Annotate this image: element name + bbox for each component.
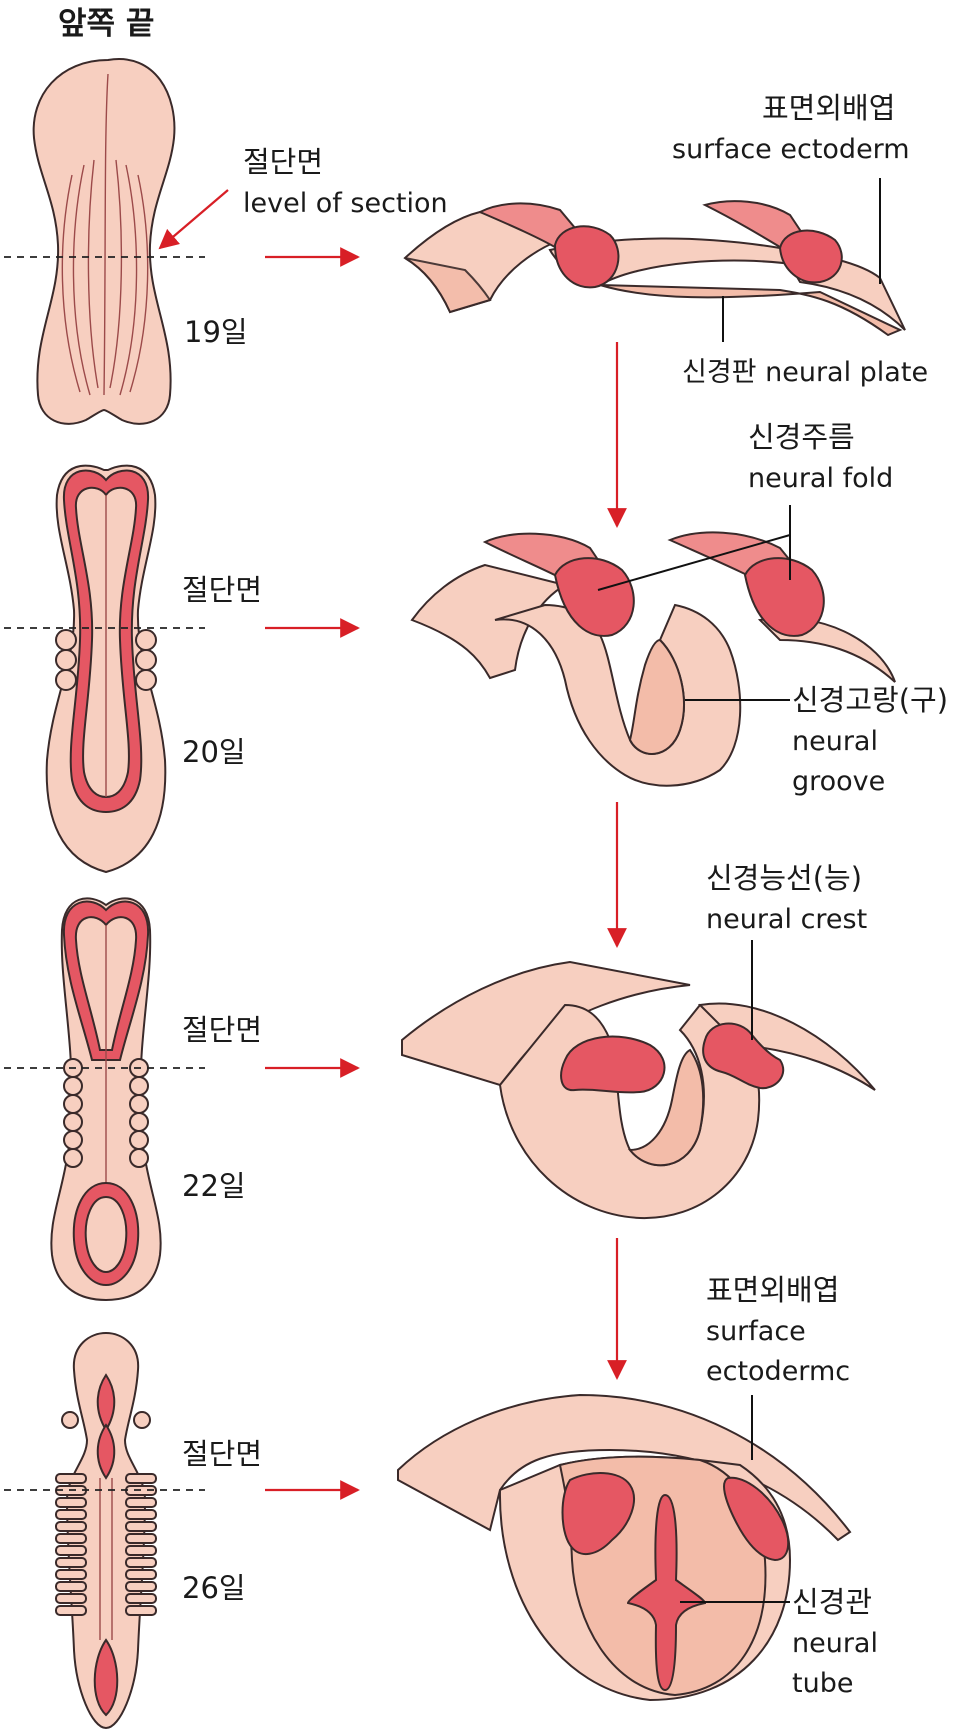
embryo-day26 xyxy=(55,1331,157,1730)
label-surface-ectoderm-2-en1: surface xyxy=(706,1316,806,1347)
day-label-22: 22일 xyxy=(182,1169,246,1203)
section-label-day19-en: level of section xyxy=(243,188,448,219)
label-surface-ectoderm-2-en2: ectodermc xyxy=(706,1356,850,1387)
cross-section-neural-tube xyxy=(397,1393,852,1702)
somites-day26 xyxy=(55,1473,157,1616)
day-label-19: 19일 xyxy=(184,315,248,349)
label-neural-tube-en2: tube xyxy=(792,1668,853,1699)
somites-day20 xyxy=(55,629,157,691)
label-neural-fold-en: neural fold xyxy=(748,463,893,494)
label-neural-groove-en2: groove xyxy=(792,766,885,797)
embryo-day19 xyxy=(32,58,176,425)
label-surface-ectoderm-1-ko: 표면외배엽 xyxy=(762,91,895,125)
label-neural-crest-ko: 신경능선(능) xyxy=(706,861,862,895)
label-surface-ectoderm-1-en: surface ectoderm xyxy=(672,134,910,165)
label-neural-tube-ko: 신경관 xyxy=(792,1585,872,1619)
embryo-day20 xyxy=(45,464,167,874)
label-neural-crest-en: neural crest xyxy=(706,904,867,935)
label-surface-ectoderm-2-ko: 표면외배엽 xyxy=(706,1273,839,1307)
day-label-26: 26일 xyxy=(182,1571,246,1605)
label-neural-tube-en1: neural xyxy=(792,1628,878,1659)
title-anterior-end: 앞쪽 끝 xyxy=(58,6,154,42)
embryo-day22 xyxy=(50,897,162,1302)
day-label-20: 20일 xyxy=(182,735,246,769)
label-neural-fold-ko: 신경주름 xyxy=(748,420,855,454)
cross-section-neural-groove xyxy=(410,531,896,787)
section-pointer-arrow xyxy=(158,189,229,250)
leader-neural-fold-a xyxy=(597,534,791,591)
section-label-day26: 절단면 xyxy=(182,1437,262,1471)
section-label-day20: 절단면 xyxy=(182,573,262,607)
section-label-day22: 절단면 xyxy=(182,1013,262,1047)
cross-section-neural-crest xyxy=(401,960,876,1220)
label-neural-plate: 신경판 neural plate xyxy=(682,357,928,388)
cross-section-neural-plate xyxy=(403,200,906,337)
label-neural-groove-en1: neural xyxy=(792,726,878,757)
label-neural-groove-ko: 신경고랑(구) xyxy=(792,683,948,717)
section-label-day19-ko: 절단면 xyxy=(243,145,323,179)
